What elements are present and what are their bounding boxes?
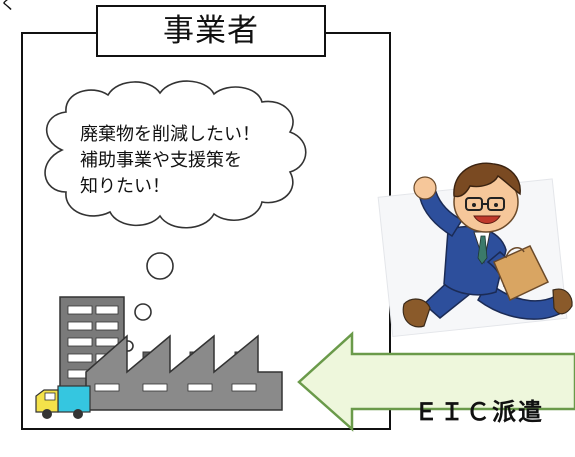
thought-text: 廃棄物を削減したい！ 補助事業や支援策を 知りたい！ <box>80 122 260 200</box>
thought-cloud <box>44 80 307 352</box>
eic-dispatch-label: ＥＩＣ派遣 <box>414 398 544 426</box>
running-person <box>377 162 573 338</box>
thought-line: 補助事業や支援策を <box>80 150 242 171</box>
truck <box>35 385 91 419</box>
corner-mark: く <box>0 0 17 13</box>
dispatch-arrow <box>297 331 575 432</box>
thought-line: 知りたい！ <box>80 176 170 197</box>
title-box <box>96 5 326 57</box>
business-title: 事業者 <box>163 13 259 49</box>
thought-line: 廃棄物を削減したい！ <box>80 124 260 145</box>
factory <box>85 334 283 411</box>
